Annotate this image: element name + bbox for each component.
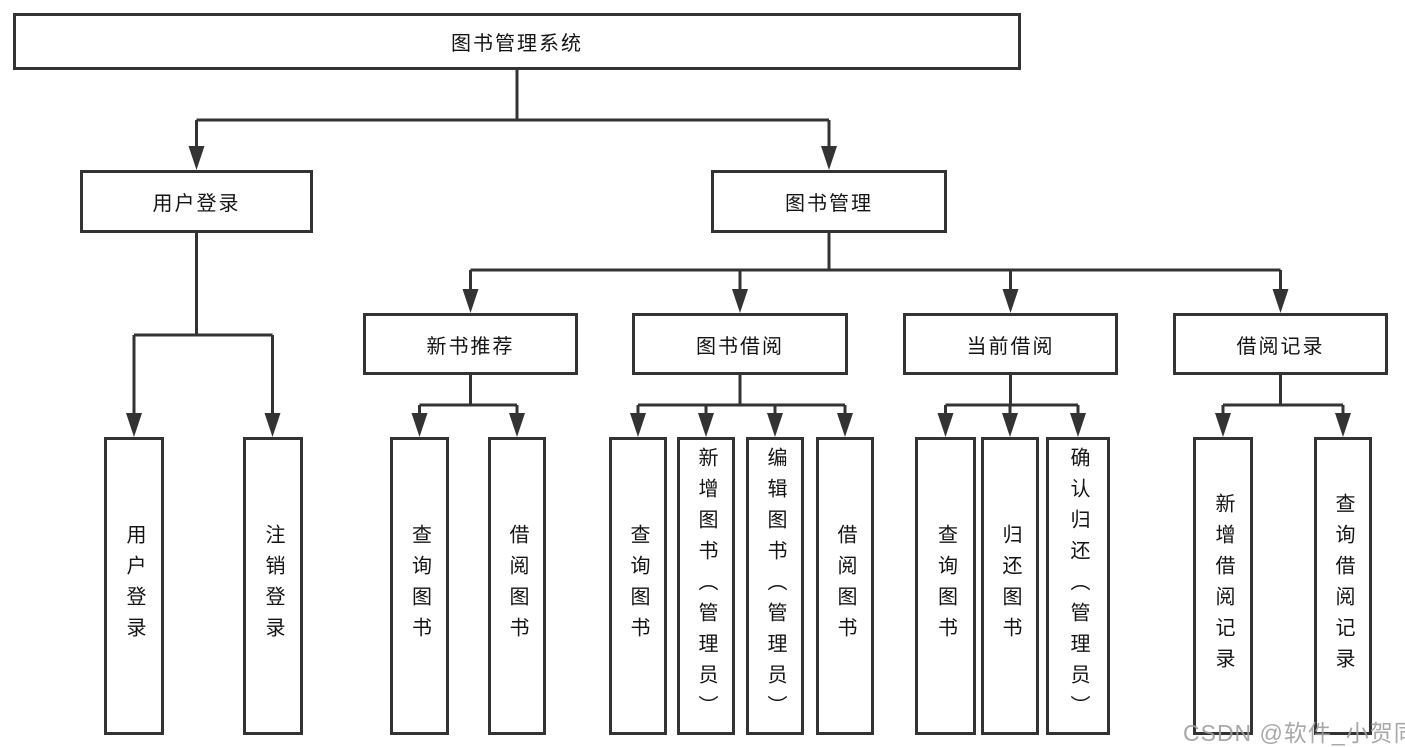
leaf-label: 注销登录	[262, 524, 284, 648]
csdn-watermark: CSDN @软件_小贺同学	[1183, 720, 1405, 746]
node-book-management: 图书管理	[711, 170, 947, 233]
leaf-add-borrow-record: 新增借阅记录	[1193, 437, 1253, 735]
leaf-label: 借阅图书	[834, 524, 856, 648]
leaf-label: 归还图书	[999, 524, 1021, 648]
leaf-label: 编辑图书（管理员）	[764, 446, 786, 726]
node-book-borrowing: 图书借阅	[632, 313, 848, 375]
leaf-query-borrow-record: 查询借阅记录	[1314, 437, 1372, 735]
node-borrowing-records: 借阅记录	[1173, 313, 1388, 375]
leaf-label: 新增图书（管理员）	[695, 446, 717, 726]
leaf-label: 新增借阅记录	[1212, 493, 1234, 679]
leaf-user-login: 用户登录	[104, 437, 164, 735]
leaf-logout: 注销登录	[243, 437, 303, 735]
leaf-add-books-admin: 新增图书（管理员）	[677, 437, 735, 735]
node-user-login: 用户登录	[80, 170, 313, 233]
leaf-borrow-books-rec: 借阅图书	[488, 437, 546, 735]
leaf-borrow-books: 借阅图书	[816, 437, 874, 735]
node-root-system: 图书管理系统	[13, 13, 1021, 70]
leaf-label: 确认归还（管理员）	[1067, 446, 1089, 726]
node-new-book-recommendation: 新书推荐	[363, 313, 578, 375]
leaf-label: 借阅图书	[506, 524, 528, 648]
leaf-query-books-borrow: 查询图书	[609, 437, 667, 735]
leaf-query-books-rec: 查询图书	[390, 437, 449, 735]
arrowhead-icons	[126, 146, 1351, 437]
leaf-edit-books-admin: 编辑图书（管理员）	[746, 437, 804, 735]
leaf-label: 查询图书	[934, 524, 957, 648]
leaf-confirm-return-admin: 确认归还（管理员）	[1046, 437, 1110, 735]
leaf-label: 查询借阅记录	[1332, 493, 1354, 679]
leaf-label: 用户登录	[123, 524, 145, 648]
leaf-label: 查询图书	[408, 524, 431, 648]
leaf-label: 查询图书	[627, 524, 649, 648]
leaf-return-books: 归还图书	[981, 437, 1039, 735]
node-current-borrowing: 当前借阅	[903, 313, 1118, 375]
leaf-query-books-current: 查询图书	[915, 437, 976, 735]
